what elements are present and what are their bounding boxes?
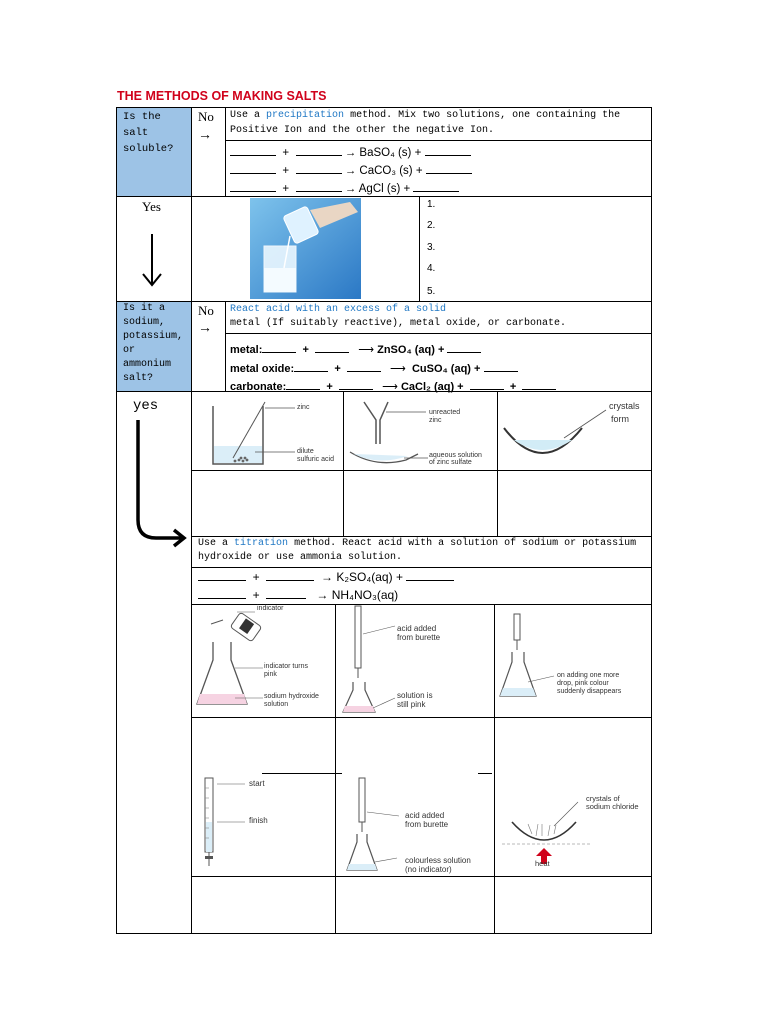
label-indicator: indicator — [257, 605, 284, 612]
label-crystals-of: crystals of — [586, 794, 620, 803]
pouring-photo — [250, 198, 361, 299]
label-sulfuric: sulfuric acid — [297, 456, 334, 463]
precipitation-equation-2: + → CaCO₃ (s) + — [230, 162, 472, 177]
label-no-indicator: (no indicator) — [405, 865, 452, 874]
zinc-acid-beaker-figure — [212, 401, 295, 465]
label-still-pink: still pink — [397, 700, 426, 709]
page-title: THE METHODS OF MAKING SALTS — [117, 89, 327, 103]
intro-pre: Use a — [230, 110, 261, 121]
label-indicator-turns: indicator turns — [264, 663, 308, 670]
precipitation-intro: Use a precipitation method. Mix two solu… — [230, 108, 650, 138]
eq-product: → NH₄NO₃(aq) — [316, 588, 399, 602]
burette-colourless-flask-figure — [499, 613, 555, 697]
label-solution-is: solution is — [397, 691, 433, 700]
heating-dish-figure — [502, 801, 590, 864]
arrow-down-icon — [142, 234, 162, 287]
eq-product: ZnSO₄ (aq) + — [377, 344, 445, 356]
precipitation-equation-3: + → AgCl (s) + — [230, 180, 460, 195]
method-titration: titration — [234, 538, 289, 549]
question-cell-sodium — [117, 302, 191, 391]
indicator-flask-figure — [196, 611, 263, 705]
curved-arrow-icon — [136, 420, 187, 548]
label-heat: heat — [535, 859, 550, 868]
no-label-1: No — [198, 109, 214, 124]
burette-readings-figure — [204, 777, 245, 866]
eq-label: carbonate: — [230, 381, 287, 393]
label-unreacted-zinc: zinc — [429, 417, 442, 424]
eq-product: → AgCl (s) + — [344, 183, 411, 195]
arrow-right-icon: → — [198, 126, 212, 142]
label-start: start — [249, 779, 265, 788]
label-disappears: suddenly disappears — [557, 688, 622, 695]
no-label-2: No — [198, 303, 214, 318]
label-solution: solution — [264, 701, 289, 708]
label-pink: pink — [264, 671, 277, 678]
titration-equation-2: + → NH₄NO₃(aq) — [198, 587, 398, 602]
label-from-burette: from burette — [397, 633, 441, 642]
label-aqueous: aqueous solution — [429, 452, 482, 459]
label-from-burette-2: from burette — [405, 820, 449, 829]
evaporating-dish-figure — [503, 409, 607, 454]
label-zinc: zinc — [297, 404, 310, 411]
eq-product: → CaCO₃ (s) + — [344, 165, 423, 177]
label-pink-colour: drop, pink colour — [557, 680, 609, 687]
yes-label-1: Yes — [142, 199, 161, 214]
eq-product: CuSO₄ (aq) + — [411, 363, 481, 375]
label-unreacted: unreacted — [429, 409, 461, 416]
label-sodium-chloride: sodium chloride — [586, 802, 639, 811]
step-4: 4. — [427, 263, 436, 274]
label-dilute: dilute — [297, 448, 314, 455]
metal-oxide-equation: metal oxide: + ⟶ CuSO₄ (aq) + — [230, 360, 518, 375]
intro-post: method. Mix two solutions, one containin… — [230, 110, 621, 136]
label-colourless: colourless solution — [405, 856, 471, 865]
label-form: form — [611, 414, 629, 424]
label-sodium-hydroxide: sodium hydroxide — [264, 693, 319, 700]
method-precipitation: precipitation — [266, 110, 345, 121]
eq-label: metal oxide: — [230, 363, 295, 375]
titration-intro: Use a titration method. React acid with … — [198, 537, 650, 565]
step-1: 1. — [427, 199, 436, 210]
intro-post: method. React acid with a solution of so… — [198, 538, 637, 563]
burette-no-indicator-figure — [346, 777, 400, 871]
label-crystals: crystals — [609, 401, 640, 411]
label-adding-drop: on adding one more — [557, 672, 620, 679]
yes-label-2: yes — [133, 398, 159, 414]
question-cell-soluble — [117, 108, 191, 196]
eq-product: → K₂SO₄(aq) + — [321, 570, 403, 584]
label-acid-added: acid added — [397, 624, 437, 633]
label-zinc-sulfate: of zinc sulfate — [429, 459, 472, 466]
filter-funnel-figure — [349, 401, 428, 464]
question-soluble: Is the salt soluble? — [123, 111, 174, 155]
question-sodium: Is it a sodium, potassium, or ammonium s… — [123, 303, 184, 384]
eq-product: → BaSO₄ (s) + — [344, 147, 422, 159]
carbonate-equation: carbonate: + ⟶ CaCl₂ (aq) + + — [230, 378, 557, 393]
eq-label: metal: — [230, 344, 263, 356]
step-3: 3. — [427, 242, 436, 253]
burette-pink-flask-figure — [342, 605, 396, 713]
eq-product: CaCl₂ (aq) + — [400, 381, 464, 393]
titration-equation-1: + → K₂SO₄(aq) + — [198, 569, 455, 584]
intro-pre: Use a — [198, 538, 229, 549]
step-5: 5. — [427, 286, 436, 297]
react-acid-intro-2: metal (If suitably reactive), metal oxid… — [230, 318, 567, 329]
label-finish: finish — [249, 816, 268, 825]
arrow-right-icon: → — [198, 319, 212, 335]
metal-equation: metal: + ⟶ ZnSO₄ (aq) + — [230, 341, 482, 356]
label-acid-added-2: acid added — [405, 811, 445, 820]
react-acid-intro: React acid with an excess of a solid — [230, 304, 447, 315]
precipitation-equation-1: + → BaSO₄ (s) + — [230, 144, 471, 159]
step-2: 2. — [427, 220, 436, 231]
